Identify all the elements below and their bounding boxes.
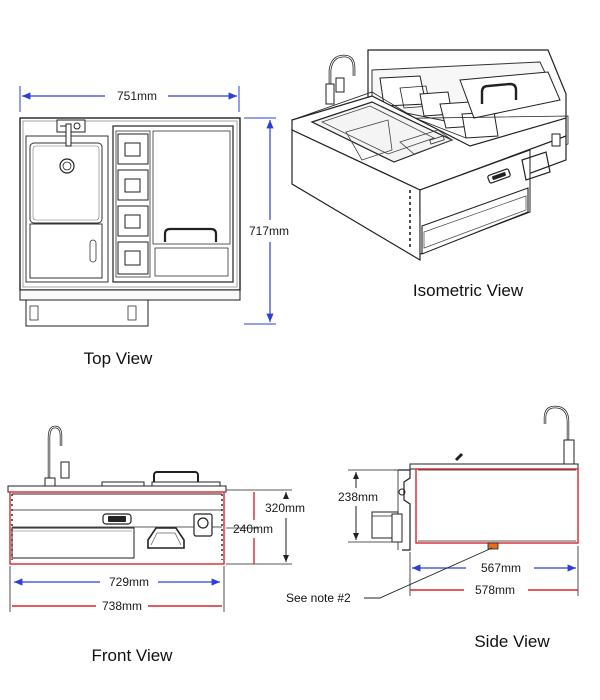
lid-handle-icon bbox=[163, 227, 218, 242]
top-width-dimension: 751mm bbox=[117, 89, 157, 103]
side-inner-depth-dimension: 567mm bbox=[481, 561, 521, 575]
front-inner-width-dimension: 729mm bbox=[109, 575, 149, 589]
side-body-outline bbox=[415, 468, 579, 544]
side-outer-depth-dimension: 578mm bbox=[475, 583, 515, 597]
isometric-view-title: Isometric View bbox=[413, 281, 524, 300]
top-view: 751mm 717mm bbox=[19, 86, 289, 368]
faucet-icon bbox=[73, 122, 81, 130]
isometric-view: Isometric View bbox=[291, 49, 569, 300]
front-drawer bbox=[11, 527, 135, 559]
drain-icon bbox=[59, 158, 75, 174]
iso-lid-handle-icon bbox=[480, 82, 518, 104]
side-view-title: Side View bbox=[474, 632, 550, 651]
front-upper-height-dimension: 320mm bbox=[265, 501, 305, 515]
side-view: 238mm 567mm 578mm See note #2 Side View bbox=[286, 405, 579, 651]
front-lower-height-dimension: 240mm bbox=[233, 522, 273, 536]
front-view-title: Front View bbox=[92, 646, 174, 665]
side-height-dimension: 238mm bbox=[338, 490, 378, 504]
front-view: 320mm 240mm 729mm 738mm Front View bbox=[7, 425, 305, 665]
front-faucet-icon bbox=[47, 425, 63, 486]
top-view-title: Top View bbox=[84, 349, 153, 368]
note-2-label: See note #2 bbox=[286, 591, 351, 605]
top-depth-dimension: 717mm bbox=[249, 224, 289, 238]
front-outer-width-dimension: 738mm bbox=[102, 599, 142, 613]
